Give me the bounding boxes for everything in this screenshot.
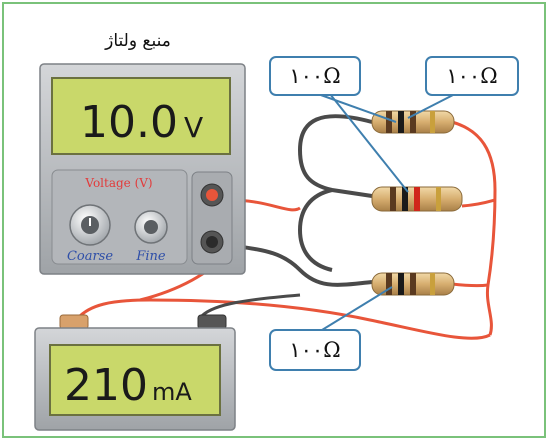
- resistor-bottom-band-2: [398, 273, 404, 295]
- callout-resistor-left: ۱۰۰Ω: [270, 57, 360, 95]
- resistor-middle-band-1: [390, 187, 396, 211]
- power-supply-device: 10.0 V Voltage (V) Coarse Fine: [40, 64, 245, 274]
- resistor-bottom-band-3: [410, 273, 416, 295]
- coarse-label: Coarse: [67, 249, 113, 264]
- callout-resistor-right: ۱۰۰Ω: [426, 57, 518, 95]
- resistor-bottom-band-4: [430, 273, 435, 295]
- resistor-top-band-2: [398, 111, 404, 133]
- voltage-panel-label: Voltage (V): [84, 176, 152, 190]
- resistor-middle: [372, 187, 462, 211]
- current-value: 210: [64, 360, 148, 411]
- callout-resistor-bottom: ۱۰۰Ω: [270, 330, 360, 370]
- voltage-value: 10.0: [80, 97, 178, 148]
- resistor-bottom-band-1: [386, 273, 392, 295]
- ammeter-device: 210 mA: [35, 315, 235, 430]
- fine-knob-center: [144, 220, 158, 234]
- power-supply-title: منبع ولتاژ: [104, 31, 171, 51]
- resistor-middle-band-3: [414, 187, 420, 211]
- callout-label-left: ۱۰۰Ω: [289, 64, 340, 88]
- positive-terminal-plug: [206, 189, 218, 201]
- resistor-middle-band-4: [436, 187, 441, 211]
- resistor-top-band-1: [386, 111, 392, 133]
- resistor-top: [372, 111, 454, 133]
- fine-label: Fine: [135, 249, 166, 264]
- ammeter-terminal-right: [198, 315, 226, 329]
- ammeter-terminal-left: [60, 315, 88, 329]
- negative-terminal-plug: [206, 236, 218, 248]
- callout-label-bottom: ۱۰۰Ω: [289, 338, 340, 362]
- current-unit: mA: [152, 378, 192, 406]
- voltage-unit: V: [184, 111, 203, 144]
- resistor-top-band-4: [430, 111, 435, 133]
- callout-label-right: ۱۰۰Ω: [446, 64, 497, 88]
- red-wire-low-right: [452, 284, 488, 286]
